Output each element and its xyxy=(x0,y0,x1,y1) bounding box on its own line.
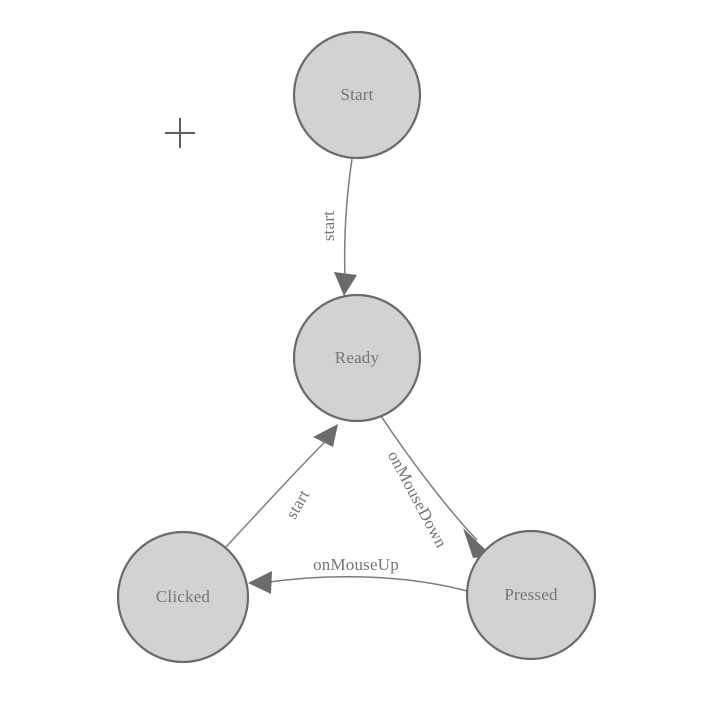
node-label-ready: Ready xyxy=(335,348,380,367)
node-pressed[interactable]: Pressed xyxy=(465,529,597,661)
node-shape xyxy=(292,30,422,160)
node-clicked[interactable]: Clicked xyxy=(116,530,250,664)
arrowhead-icon xyxy=(313,424,338,447)
node-start[interactable]: Start xyxy=(292,30,422,160)
node-label-pressed: Pressed xyxy=(504,585,558,604)
edge-path xyxy=(380,415,478,541)
node-shape xyxy=(465,529,597,661)
edge-path xyxy=(343,158,353,281)
edge-path xyxy=(261,575,468,592)
edge-path xyxy=(224,439,328,549)
edge-pressed-clicked[interactable]: onMouseUp xyxy=(248,555,468,594)
edge-label-pressed-clicked: onMouseUp xyxy=(313,555,399,574)
arrowhead-icon xyxy=(248,571,272,594)
edge-label-clicked-ready: start xyxy=(282,486,314,522)
node-label-start: Start xyxy=(340,85,373,104)
node-label-clicked: Clicked xyxy=(156,587,211,606)
edge-start-ready[interactable]: start xyxy=(319,158,357,296)
edge-clicked-ready[interactable]: start xyxy=(224,424,338,549)
crosshair-icon xyxy=(165,118,195,148)
edge-label-start-ready: start xyxy=(319,211,338,241)
node-shape xyxy=(292,293,422,423)
edge-ready-pressed[interactable]: onMouseDown xyxy=(380,415,492,558)
arrowhead-icon xyxy=(334,272,357,296)
node-shape xyxy=(116,530,250,664)
node-ready[interactable]: Ready xyxy=(292,293,422,423)
